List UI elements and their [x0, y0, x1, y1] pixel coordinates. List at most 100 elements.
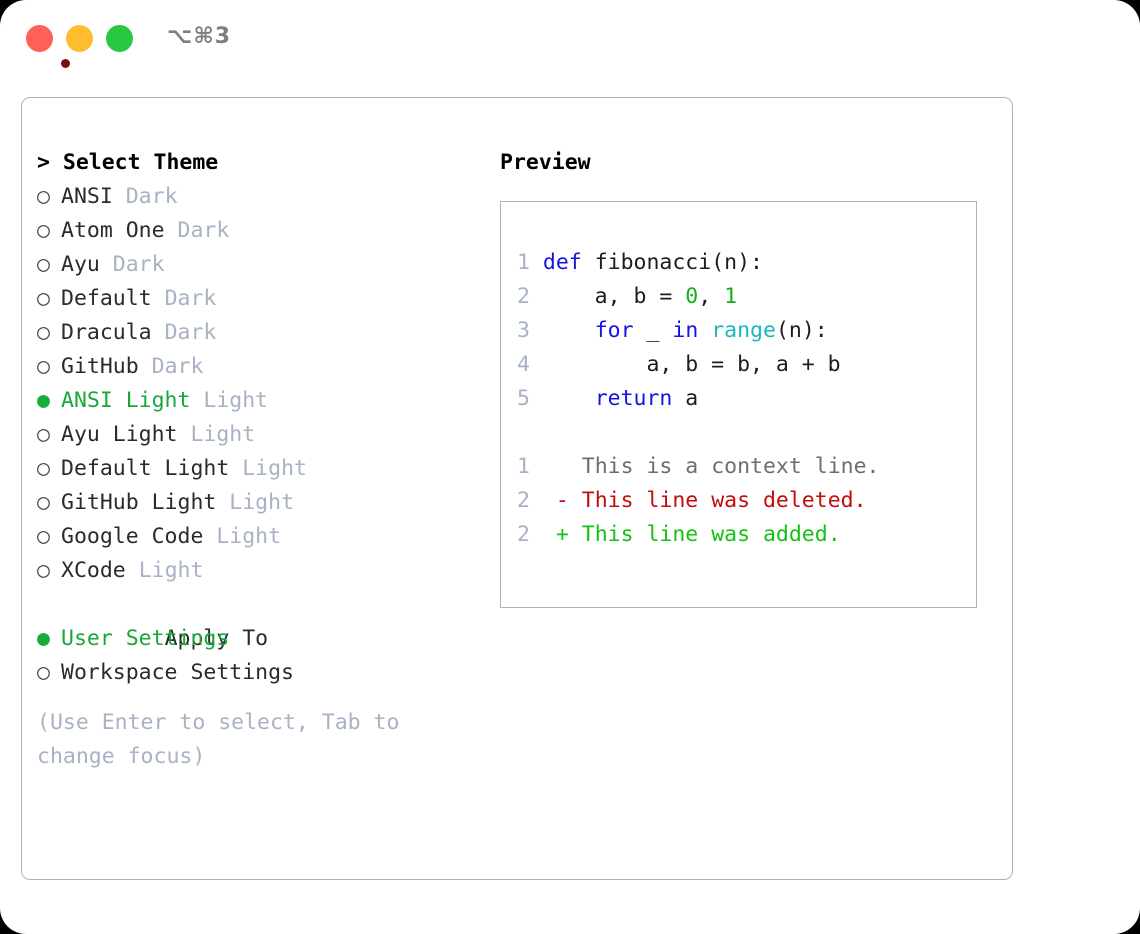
- code-token: in: [672, 318, 699, 343]
- theme-list-item[interactable]: ○Atom One Dark: [37, 214, 477, 248]
- theme-name-mode-gap: [190, 388, 203, 413]
- radio-unselected-icon[interactable]: ○: [37, 490, 50, 515]
- zoom-button[interactable]: [106, 25, 133, 52]
- code-line: 4 a, b = b, a + b: [517, 348, 879, 382]
- line-number: 3: [517, 318, 530, 343]
- preview-separator: [517, 416, 879, 450]
- diff-marker-gap: [569, 488, 582, 513]
- code-token: _: [633, 318, 673, 343]
- content-panel: > Select Theme ○ANSI Dark○Atom One Dark○…: [21, 97, 1013, 880]
- diff-line: 2 + This line was added.: [517, 518, 879, 552]
- theme-mode-label: Light: [203, 388, 269, 413]
- theme-mode-label: Dark: [164, 286, 217, 311]
- theme-list-item[interactable]: ● ANSI Light Light: [37, 384, 477, 418]
- code-token: [698, 318, 711, 343]
- diff-line: 1 This is a context line.: [517, 450, 879, 484]
- code-token: range: [711, 318, 776, 343]
- minimize-button[interactable]: [66, 25, 93, 52]
- theme-name-mode-gap: [216, 490, 229, 515]
- theme-mode-label: Light: [242, 456, 307, 481]
- diff-gutter-gap: [530, 488, 556, 513]
- theme-mode-label: Dark: [112, 252, 165, 277]
- diff-marker-gap: [569, 522, 582, 547]
- diff-marker: [556, 454, 569, 479]
- radio-unselected-icon[interactable]: ○: [37, 660, 50, 685]
- code-token: return: [594, 386, 673, 411]
- radio-unselected-icon[interactable]: ○: [37, 218, 50, 243]
- radio-unselected-icon[interactable]: ○: [37, 524, 50, 549]
- apply-to-header: Apply To: [164, 626, 269, 651]
- radio-selected-icon[interactable]: ●: [37, 388, 50, 413]
- radio-selected-icon[interactable]: ●: [37, 626, 50, 651]
- apply-to-option[interactable]: ● User Settings: [37, 622, 477, 656]
- theme-selector-column: > Select Theme ○ANSI Dark○Atom One Dark○…: [37, 146, 477, 690]
- select-theme-header: > Select Theme: [37, 150, 219, 175]
- diff-line: 2 - This line was deleted.: [517, 484, 879, 518]
- diff-gutter-gap: [530, 454, 556, 479]
- apply-to-option[interactable]: ○ Workspace Settings: [37, 656, 477, 690]
- radio-unselected-icon[interactable]: ○: [37, 286, 50, 311]
- gutter-gap: [530, 284, 543, 309]
- gutter-gap: [530, 386, 543, 411]
- theme-name: ANSI: [61, 184, 113, 209]
- code-token: 1: [724, 284, 738, 309]
- title-bar: ⌥⌘3: [0, 0, 1140, 78]
- radio-unselected-icon[interactable]: ○: [37, 184, 50, 209]
- diff-text: This line was added.: [581, 522, 841, 547]
- theme-list-item[interactable]: ○Google Code Light: [37, 520, 477, 554]
- recording-indicator-icon: [61, 59, 70, 68]
- theme-list[interactable]: ○ANSI Dark○Atom One Dark○Ayu Dark○Defaul…: [37, 180, 477, 588]
- theme-mode-label: Light: [229, 490, 295, 515]
- theme-list-item[interactable]: ○Ayu Dark: [37, 248, 477, 282]
- theme-list-item[interactable]: ○XCode Light: [37, 554, 477, 588]
- code-token: a, b =: [542, 284, 686, 309]
- radio-unselected-icon[interactable]: ○: [37, 558, 50, 583]
- theme-list-item[interactable]: ○ Default Dark: [37, 282, 477, 316]
- theme-list-item[interactable]: ○Ayu Light Light: [37, 418, 477, 452]
- theme-name: ANSI Light: [61, 388, 191, 413]
- diff-marker-gap: [569, 454, 582, 479]
- theme-list-item[interactable]: ○GitHub Light Light: [37, 486, 477, 520]
- code-line: 3 for _ in range(n):: [517, 314, 879, 348]
- theme-name: Ayu Light: [61, 422, 178, 447]
- diff-gutter-gap: [530, 522, 556, 547]
- apply-to-option-label: User Settings: [61, 626, 230, 651]
- theme-list-item[interactable]: ○ ANSI Dark: [37, 180, 477, 214]
- gutter-gap: [530, 318, 543, 343]
- theme-name-mode-gap: [178, 422, 191, 447]
- theme-list-item[interactable]: ○ Default Light Light: [37, 452, 477, 486]
- radio-unselected-icon[interactable]: ○: [37, 252, 50, 277]
- theme-name-mode-gap: [152, 320, 165, 345]
- code-token: [543, 386, 595, 411]
- close-button[interactable]: [26, 25, 70, 68]
- radio-unselected-icon[interactable]: ○: [37, 320, 50, 345]
- radio-unselected-icon[interactable]: ○: [37, 354, 50, 379]
- theme-name-mode-gap: [229, 456, 242, 481]
- gutter-gap: [530, 250, 543, 275]
- code-token: a: [672, 386, 699, 411]
- code-token: fibonacci(n):: [581, 250, 763, 275]
- apply-to-options[interactable]: ● User Settings ○ Workspace Settings: [37, 622, 477, 690]
- theme-name-mode-gap: [100, 252, 113, 277]
- theme-name: Default Light: [61, 456, 230, 481]
- theme-name-mode-gap: [113, 184, 126, 209]
- theme-mode-label: Dark: [125, 184, 178, 209]
- theme-list-item[interactable]: ○GitHub Dark: [37, 350, 477, 384]
- theme-name: GitHub: [61, 354, 139, 379]
- theme-name: XCode: [61, 558, 126, 583]
- hint-text: (Use Enter to select, Tab to change focu…: [37, 710, 413, 769]
- theme-name: Dracula: [61, 320, 152, 345]
- gutter-gap: [530, 352, 543, 377]
- radio-unselected-icon[interactable]: ○: [37, 422, 50, 447]
- theme-name: Default: [61, 286, 152, 311]
- theme-name-mode-gap: [203, 524, 216, 549]
- theme-list-item[interactable]: ○Dracula Dark: [37, 316, 477, 350]
- apply-to-option-label: Workspace Settings: [61, 660, 294, 685]
- code-line: 2 a, b = 0, 1: [517, 280, 879, 314]
- code-line: 1 def fibonacci(n):: [517, 246, 879, 280]
- code-line: 5 return a: [517, 382, 879, 416]
- line-number: 5: [517, 386, 530, 411]
- radio-unselected-icon[interactable]: ○: [37, 456, 50, 481]
